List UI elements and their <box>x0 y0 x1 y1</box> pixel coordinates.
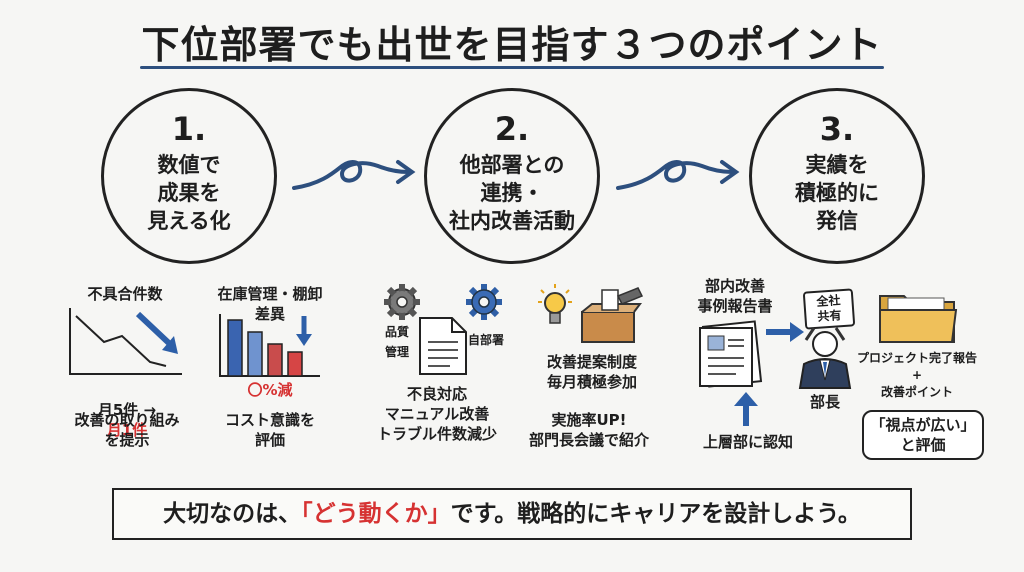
folder-icon <box>879 295 958 343</box>
arrow-right-icon <box>766 322 804 342</box>
proposal-caption: 改善提案制度 毎月積極参加 <box>546 353 637 391</box>
loop-arrow-icon <box>292 160 416 190</box>
gear-icon <box>466 284 502 320</box>
implementation-caption: 実施率UP! 部門長会議で紹介 <box>528 411 649 449</box>
manager-person-icon <box>798 327 852 389</box>
point-text: 他部署との 連携・ 社内改善活動 <box>449 153 575 233</box>
share-sign: 全社 共有 <box>802 288 856 330</box>
banner-pre: 大切なのは、 <box>163 501 302 527</box>
gear-icon <box>384 284 420 320</box>
point-circle-3: 3. 実績を 積極的に 発信 <box>749 88 925 264</box>
defect-after: 月1件 <box>106 421 148 439</box>
document-icon <box>419 317 467 375</box>
point-circle-1: 1. 数値で 成果を 見える化 <box>101 88 277 264</box>
manager-label: 部長 <box>809 393 840 411</box>
defect-before: 月5件 → <box>97 401 157 419</box>
arrow-up-icon <box>734 392 758 426</box>
title-underline <box>140 66 884 69</box>
recognition-caption: 上層部に認知 <box>702 433 793 451</box>
report-document-icon <box>699 320 763 388</box>
manual-caption: 不良対応 マニュアル改善 トラブル件数減少 <box>376 385 497 443</box>
report-title: 部内改善 事例報告書 <box>697 277 773 315</box>
suggestion-box-icon <box>581 287 644 343</box>
page-title: 下位部署でも出世を目指す３つのポイント <box>141 23 883 67</box>
folder-caption: プロジェクト完了報告 + 改善ポイント <box>856 351 977 399</box>
defect-caption: 改善の取り組み を提示 <box>74 411 180 449</box>
point-number: 3. <box>819 110 855 148</box>
banner-highlight: 「どう動くか」 <box>301 501 451 527</box>
point-circle-2: 2. 他部署との 連携・ 社内改善活動 <box>424 88 600 264</box>
declining-bar-chart-icon <box>219 314 320 377</box>
inventory-title: 在庫管理・棚卸 差異 <box>217 285 323 323</box>
point-number: 2. <box>494 110 530 148</box>
point-number: 1. <box>171 110 207 148</box>
defect-count-title: 不具合件数 <box>87 285 163 303</box>
declining-line-chart-icon <box>69 308 182 375</box>
loop-arrow-icon <box>616 160 740 190</box>
banner-post: です。戦略的にキャリアを設計しよう。 <box>450 501 861 527</box>
share-sign-text: 全社 共有 <box>815 293 842 324</box>
point-text: 数値で 成果を 見える化 <box>147 153 231 233</box>
lightbulb-icon <box>538 284 572 324</box>
defect-change: 月5件 → 月1件 <box>52 380 202 440</box>
inventory-change: 〇%減 <box>247 381 293 399</box>
evaluation-bubble: 「視点が広い」 と評価 <box>862 410 984 460</box>
gear-right-label: 自部署 <box>467 333 504 347</box>
point-text: 実績を 積極的に 発信 <box>795 153 879 233</box>
gear-left-label: 品質 管理 <box>384 325 409 359</box>
bottom-banner: 大切なのは、「どう動くか」です。戦略的にキャリアを設計しよう。 <box>112 488 912 540</box>
inventory-caption: コスト意識を 評価 <box>224 411 315 449</box>
